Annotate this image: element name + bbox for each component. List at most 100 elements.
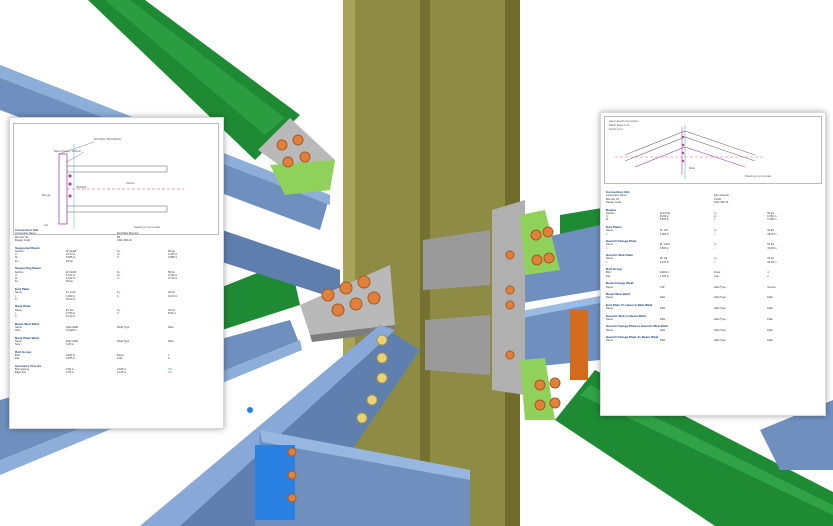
drawing-label: Section (126, 182, 135, 185)
report-cell: 0.415 in (168, 253, 178, 257)
report-cell: Rows : (713, 271, 722, 275)
report-cell: t : (606, 260, 609, 264)
report-cell (117, 343, 168, 346)
report-cell: Fillet (767, 339, 773, 343)
report-cell: Dia : (606, 274, 612, 278)
report-section-title: Haunch Web Plate (606, 253, 633, 258)
report-cell: CJP (659, 285, 665, 289)
report-cell: Name : (15, 340, 24, 344)
report-cell: 0.450 in (767, 218, 777, 222)
report-cell: Fy : (117, 308, 122, 312)
report-cell: Fillet (659, 307, 666, 311)
report-section-title: Geometry Checks (15, 363, 42, 368)
report-cell: Bolt : (606, 271, 612, 275)
report-cell: 36 ksi (168, 291, 175, 295)
report-row: Fu :65 ksi (15, 260, 219, 263)
drawing-scale-note: Drawing is not to scale (745, 175, 772, 178)
report-cell: Fillet (659, 317, 666, 321)
report-cell: tw : (117, 273, 122, 277)
report-cell: 0.440 in (168, 273, 178, 277)
report-cell: tf : (117, 277, 120, 281)
report-cell: Bolt : (15, 354, 21, 358)
report-cell: Fy : (713, 211, 718, 215)
report-section-title: Bolt Group (606, 267, 623, 272)
report-cell (117, 315, 168, 318)
report-cell: Rows : (117, 354, 125, 358)
report-cell: 1.000 in (659, 274, 669, 278)
report-cell (117, 280, 168, 283)
report-row: Connection Name :Apex Haunch (606, 194, 821, 197)
report-cell: Name : (606, 257, 615, 261)
connection-drawing-right: Apex Haunch Connection Rafter Slope 1:12… (604, 116, 822, 184)
report-cell: Weld Type : (713, 285, 728, 289)
report-cell: Weld Type : (713, 328, 728, 332)
report-section-title: Beam Web Weld (15, 321, 39, 326)
report-cell: OK (168, 368, 172, 372)
report-cell: 10.00 in (168, 294, 178, 298)
report-cell: Name : (606, 229, 615, 233)
drawing-label: End Plate / Bolts/Welds (94, 138, 122, 141)
report-section-title: End Plate To Haunch Web Weld (606, 302, 653, 307)
report-cell (168, 343, 219, 346)
drawing-label: Apex Haunch Connection (609, 120, 639, 123)
report-cell: Fu : (15, 280, 20, 284)
report-cell: 50 ksi (767, 211, 775, 215)
report-section-title: Haunch Web to Beam Weld (606, 313, 646, 318)
report-cell: Size : (15, 343, 22, 347)
report-cell: h : (15, 315, 18, 319)
report-cell: 1.125 in (117, 371, 127, 375)
report-cell: Connection Name : (15, 232, 38, 236)
blue-beam-far-right (760, 400, 833, 470)
report-cell (168, 260, 219, 263)
report-cell: 1.50 in (66, 371, 74, 375)
report-row: Design Code :AISC 360-16 (15, 239, 219, 242)
orange-plate (570, 310, 588, 380)
report-cell: Weld Type : (713, 317, 728, 321)
report-cell: 20.66 in (659, 215, 669, 219)
report-cell: 0.3125 in (66, 329, 77, 333)
cross-beam-bottom (255, 430, 470, 526)
drawing-label: Beam Flange / Stiffener (54, 150, 82, 153)
end-plate-sketch (58, 141, 184, 229)
blue-beam-mid-left (222, 230, 340, 300)
report-sheet-left[interactable]: End Plate / Bolts/Welds Beam Flange / St… (9, 117, 224, 429)
report-cell: Fillet (659, 328, 666, 332)
report-cell: Fy : (713, 243, 718, 247)
report-sheet-right[interactable]: Apex Haunch Connection Rafter Slope 1:12… (600, 112, 826, 416)
weld-upper-left (270, 160, 335, 195)
report-cell: tf : (713, 218, 717, 222)
report-cell: Fillet (168, 325, 174, 329)
report-row: h :12.00 in (15, 315, 219, 318)
report-cell: 50 ksi (168, 249, 175, 253)
report-cell: Section : (606, 211, 617, 215)
stiffener-plate-lower (425, 315, 490, 375)
report-cell: PL 1x10 (66, 291, 76, 295)
report-cell: 2 (168, 357, 170, 361)
report-cell: Cols : (117, 357, 124, 361)
report-cell: Fillet (767, 317, 773, 321)
report-cell: Edge dist (15, 371, 26, 375)
report-cell: d : (15, 273, 18, 277)
report-cell: W 24x68 (66, 249, 77, 253)
report-cell: 3.00 in (66, 368, 74, 372)
report-row: Design Code :AISC 360-16 (606, 201, 821, 204)
report-cell: 65 ksi (66, 280, 73, 284)
report-cell: Fy : (117, 249, 122, 253)
